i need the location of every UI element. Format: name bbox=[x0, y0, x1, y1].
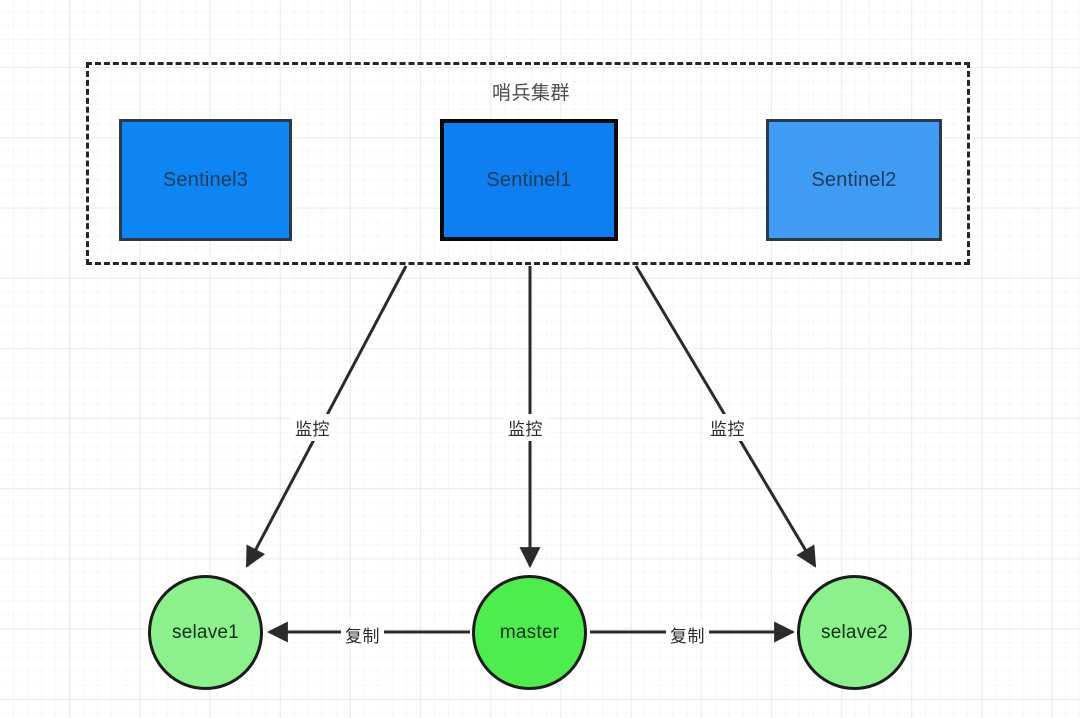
edge-label-replicate-slave1: 复制 bbox=[341, 621, 384, 648]
edge-label-monitor-master: 监控 bbox=[504, 414, 547, 441]
redis-node-slave2[interactable]: selave2 bbox=[797, 575, 912, 690]
redis-node-master[interactable]: master bbox=[472, 575, 587, 690]
sentinel-node-label: Sentinel3 bbox=[162, 168, 249, 191]
sentinel-node-sentinel1[interactable]: Sentinel1 bbox=[440, 119, 618, 241]
sentinel-node-label: Sentinel1 bbox=[486, 168, 572, 191]
sentinel-cluster-title: 哨兵集群 bbox=[491, 83, 570, 104]
edge-label-monitor-slave1: 监控 bbox=[291, 414, 334, 441]
redis-node-label: selave2 bbox=[821, 621, 888, 643]
sentinel-node-sentinel2[interactable]: Sentinel2 bbox=[766, 119, 942, 241]
redis-node-label: selave1 bbox=[172, 621, 239, 643]
redis-node-slave1[interactable]: selave1 bbox=[148, 575, 263, 690]
sentinel-node-sentinel3[interactable]: Sentinel3 bbox=[119, 119, 292, 241]
sentinel-cluster-container[interactable]: 哨兵集群 bbox=[86, 62, 970, 265]
edge-label-replicate-slave2: 复制 bbox=[666, 621, 709, 648]
redis-node-label: master bbox=[499, 621, 560, 643]
edge-label-monitor-slave2: 监控 bbox=[706, 414, 749, 441]
sentinel-node-label: Sentinel2 bbox=[811, 168, 897, 191]
